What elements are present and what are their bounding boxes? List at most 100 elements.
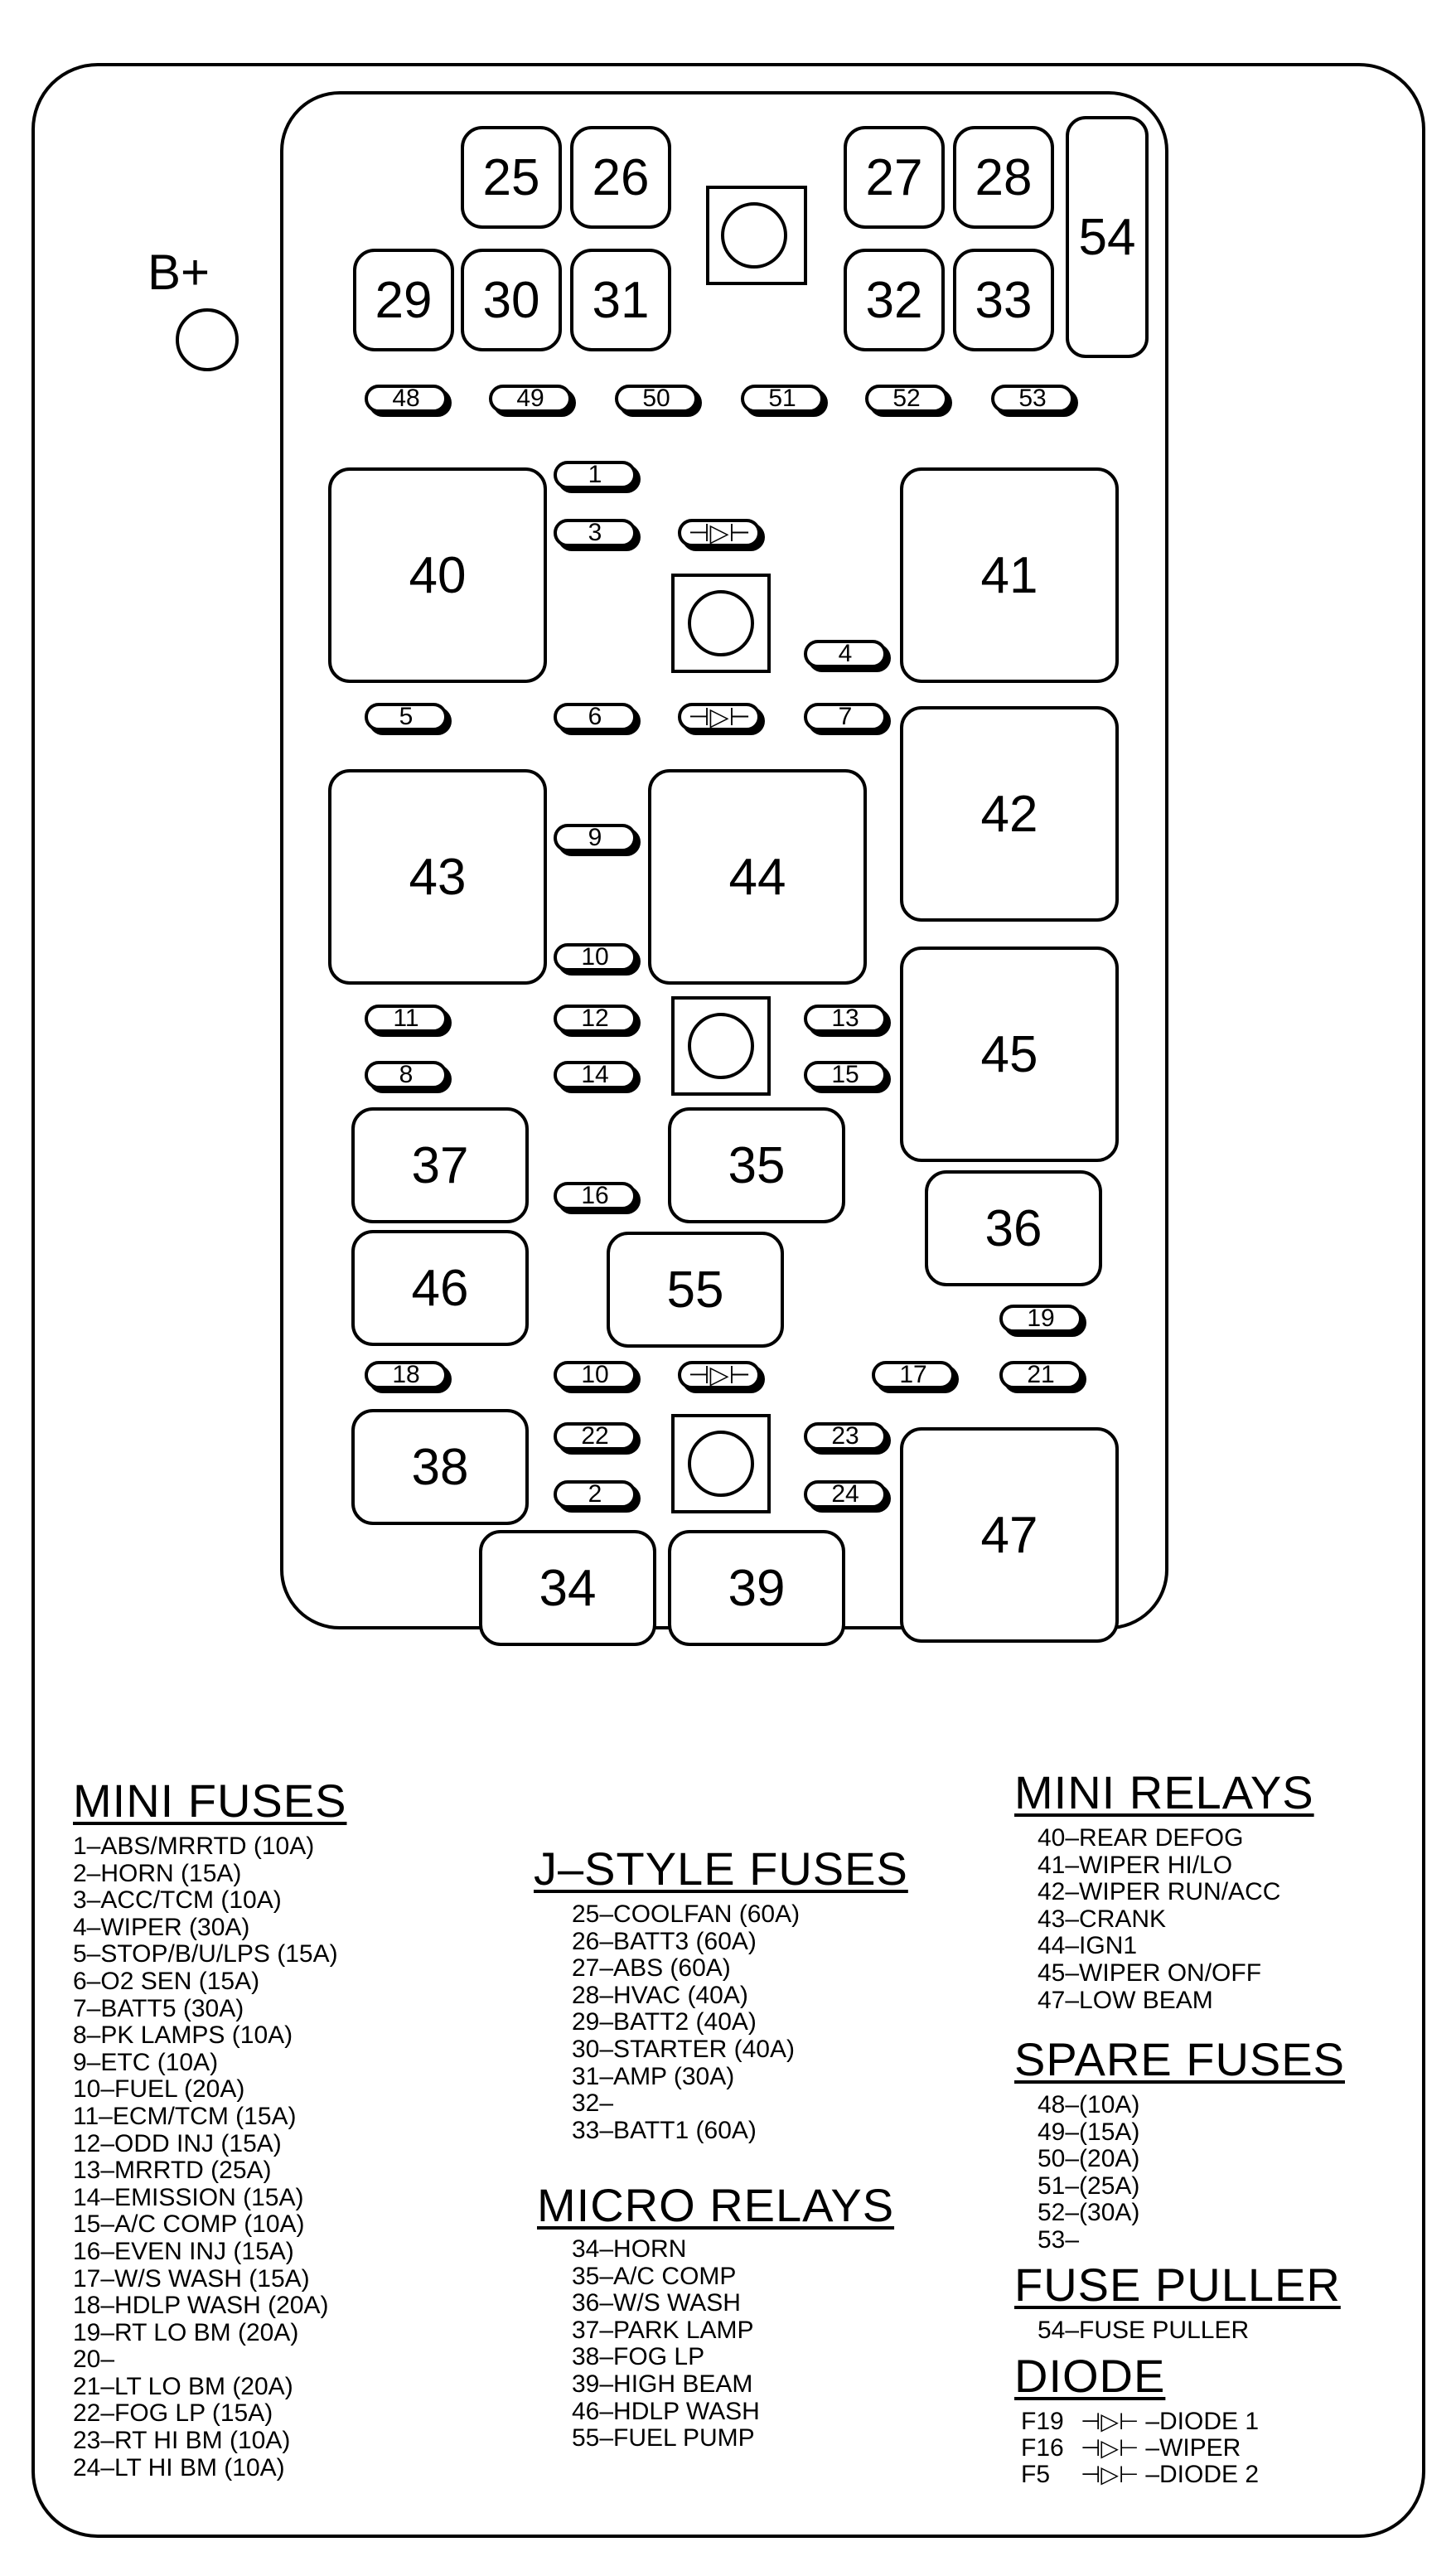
list-item: 48–(10A) bbox=[1038, 2091, 1140, 2118]
list-item: 8–PK LAMPS (10A) bbox=[73, 2021, 293, 2050]
list-item: 50–(20A) bbox=[1038, 2145, 1140, 2173]
list-item: 13–MRRTD (25A) bbox=[73, 2157, 272, 2185]
mini-fuse-10-upper: 10 bbox=[554, 943, 636, 971]
list-item: 22–FOG LP (15A) bbox=[73, 2399, 273, 2428]
diode-label: –DIODE 2 bbox=[1145, 2461, 1260, 2488]
list-item: 34–HORN bbox=[572, 2235, 687, 2263]
list-item: 3–ACC/TCM (10A) bbox=[73, 1886, 282, 1915]
list-item: 5–STOP/B/U/LPS (15A) bbox=[73, 1940, 338, 1968]
diode-f5: ⊣▷⊢ bbox=[678, 519, 761, 547]
mini-fuse-51: 51 bbox=[741, 385, 824, 413]
mini-fuse-50: 50 bbox=[615, 385, 698, 413]
list-item: 36–W/S WASH bbox=[572, 2289, 741, 2317]
list-item: 45–WIPER ON/OFF bbox=[1038, 1959, 1262, 1987]
list-item: 30–STARTER (40A) bbox=[572, 2035, 795, 2063]
list-item: 7–BATT5 (30A) bbox=[73, 1994, 244, 2022]
list-item: 35–A/C COMP bbox=[572, 2262, 737, 2290]
stud-hole-middle bbox=[688, 1013, 754, 1079]
mini-fuse-5: 5 bbox=[365, 703, 447, 731]
list-item: 37–PARK LAMP bbox=[572, 2316, 754, 2344]
list-item: 17–W/S WASH (15A) bbox=[73, 2264, 310, 2293]
list-item: 9–ETC (10A) bbox=[73, 2048, 219, 2076]
mini-fuse-6: 6 bbox=[554, 703, 636, 731]
list-item: 18–HDLP WASH (20A) bbox=[73, 2292, 329, 2320]
jfuse-30: 30 bbox=[461, 249, 562, 351]
diode-code: F16 bbox=[1021, 2434, 1064, 2462]
list-item: F19 ⊣▷⊢ –DIODE 1 bbox=[1021, 2409, 1259, 2435]
stud-hole-upper bbox=[688, 590, 754, 656]
diode-label: –WIPER bbox=[1145, 2434, 1241, 2462]
mini-fuse-18: 18 bbox=[365, 1361, 447, 1389]
list-item: 16–EVEN INJ (15A) bbox=[73, 2237, 294, 2265]
stud-mount-middle bbox=[671, 996, 771, 1096]
micro-relay-46: 46 bbox=[351, 1230, 529, 1346]
micro-relay-39: 39 bbox=[668, 1530, 845, 1646]
list-item: 25–COOLFAN (60A) bbox=[572, 1900, 801, 1928]
mini-fuse-9: 9 bbox=[554, 824, 636, 852]
list-item: 40–REAR DEFOG bbox=[1038, 1824, 1244, 1852]
list-item: F16 ⊣▷⊢ –WIPER bbox=[1021, 2435, 1259, 2462]
jfuse-29: 29 bbox=[353, 249, 454, 351]
list-item: 32– bbox=[572, 2089, 614, 2118]
mini-relay-41: 41 bbox=[900, 467, 1119, 683]
mini-fuse-1: 1 bbox=[554, 461, 636, 489]
legend-mini-fuses-list: 1–ABS/MRRTD (10A) 2–HORN (15A) 3–ACC/TCM… bbox=[73, 1833, 338, 2481]
list-item: 38–FOG LP bbox=[572, 2343, 705, 2371]
mini-fuse-14: 14 bbox=[554, 1061, 636, 1089]
legend-mini-relays-title: MINI RELAYS bbox=[1014, 1766, 1314, 1818]
list-item: 11–ECM/TCM (15A) bbox=[73, 2102, 297, 2130]
mini-fuse-10-lower: 10 bbox=[554, 1361, 636, 1389]
list-item: 55–FUEL PUMP bbox=[572, 2424, 755, 2452]
mini-fuse-23: 23 bbox=[804, 1422, 887, 1450]
mini-fuse-13: 13 bbox=[804, 1005, 887, 1033]
mini-fuse-49: 49 bbox=[489, 385, 572, 413]
micro-relay-37: 37 bbox=[351, 1107, 529, 1223]
list-item: 53– bbox=[1038, 2225, 1080, 2254]
jfuse-27: 27 bbox=[844, 126, 945, 229]
jfuse-31: 31 bbox=[570, 249, 671, 351]
legend-mini-relays-list: 40–REAR DEFOG 41–WIPER HI/LO 42–WIPER RU… bbox=[1038, 1824, 1280, 2014]
list-item: F5 ⊣▷⊢ –DIODE 2 bbox=[1021, 2462, 1259, 2488]
list-item: 27–ABS (60A) bbox=[572, 1954, 731, 1983]
legend-j-style-fuses-title: J–STYLE FUSES bbox=[534, 1842, 908, 1895]
legend-micro-relays-title: MICRO RELAYS bbox=[537, 2179, 895, 2231]
micro-relay-55: 55 bbox=[607, 1232, 784, 1348]
list-item: 54–FUSE PULLER bbox=[1038, 2317, 1250, 2344]
mini-fuse-7: 7 bbox=[804, 703, 887, 731]
legend-fuse-puller-list: 54–FUSE PULLER bbox=[1038, 2317, 1249, 2345]
list-item: 47–LOW BEAM bbox=[1038, 1986, 1213, 2014]
mini-fuse-19: 19 bbox=[999, 1305, 1082, 1333]
mini-fuse-24: 24 bbox=[804, 1480, 887, 1508]
mini-fuse-12: 12 bbox=[554, 1005, 636, 1033]
diode-code: F5 bbox=[1021, 2461, 1051, 2488]
list-item: 15–A/C COMP (10A) bbox=[73, 2210, 305, 2239]
bplus-terminal bbox=[176, 308, 239, 371]
mini-relay-42: 42 bbox=[900, 706, 1119, 922]
mini-fuse-21: 21 bbox=[999, 1361, 1082, 1389]
fuse-box-outline bbox=[31, 63, 1425, 2538]
legend-diode-list: F19 ⊣▷⊢ –DIODE 1 F16 ⊣▷⊢ –WIPER F5 ⊣▷⊢ –… bbox=[1021, 2409, 1259, 2488]
list-item: 44–IGN1 bbox=[1038, 1932, 1138, 1960]
diode-f19: ⊣▷⊢ bbox=[678, 1361, 761, 1389]
jfuse-32: 32 bbox=[844, 249, 945, 351]
legend-spare-fuses-title: SPARE FUSES bbox=[1014, 2033, 1345, 2085]
list-item: 1–ABS/MRRTD (10A) bbox=[73, 1833, 315, 1860]
list-item: 46–HDLP WASH bbox=[572, 2397, 760, 2425]
list-item: 41–WIPER HI/LO bbox=[1038, 1851, 1233, 1879]
diode-f16: ⊣▷⊢ bbox=[678, 703, 761, 731]
stud-mount-lower bbox=[671, 1414, 771, 1513]
mini-fuse-2: 2 bbox=[554, 1480, 636, 1508]
legend-j-style-fuses-list: 25–COOLFAN (60A) 26–BATT3 (60A) 27–ABS (… bbox=[572, 1900, 801, 2144]
mini-fuse-15: 15 bbox=[804, 1061, 887, 1089]
list-item: 39–HIGH BEAM bbox=[572, 2370, 753, 2398]
diode-code: F19 bbox=[1021, 2408, 1064, 2435]
jfuse-28: 28 bbox=[953, 126, 1054, 229]
list-item: 33–BATT1 (60A) bbox=[572, 2116, 757, 2144]
diode-icon: ⊣▷⊢ bbox=[1081, 2409, 1139, 2434]
mini-relay-47: 47 bbox=[900, 1427, 1119, 1643]
legend-micro-relays-list: 34–HORN 35–A/C COMP 36–W/S WASH 37–PARK … bbox=[572, 2235, 760, 2452]
mini-fuse-22: 22 bbox=[554, 1422, 636, 1450]
list-item: 2–HORN (15A) bbox=[73, 1859, 242, 1887]
list-item: 10–FUEL (20A) bbox=[73, 2075, 245, 2104]
micro-relay-36: 36 bbox=[925, 1170, 1102, 1286]
